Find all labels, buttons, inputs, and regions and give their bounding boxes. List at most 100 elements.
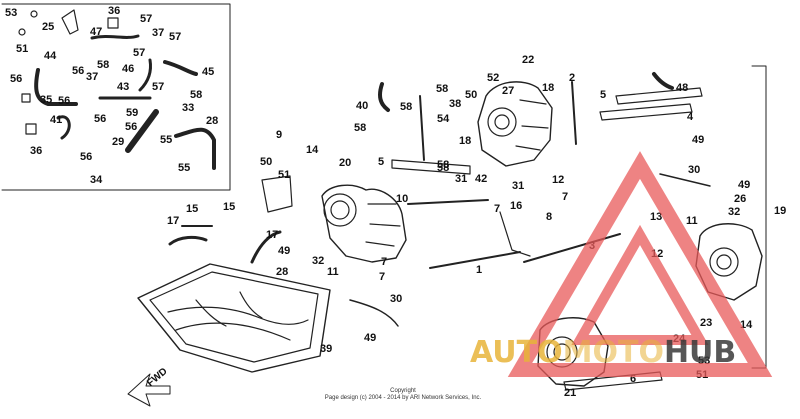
carburetor-22: [477, 81, 553, 167]
part-label: 49: [278, 245, 291, 257]
part-label: 57: [133, 47, 146, 59]
part-label: 21: [564, 387, 577, 399]
hose-28: [174, 127, 216, 170]
part-label: 23: [700, 317, 713, 329]
part-label: 37: [152, 27, 165, 39]
hose-25: [61, 9, 79, 35]
inset-box-outline: [1, 3, 231, 191]
part-label: 58: [437, 159, 450, 171]
watermark-auto: AUTO: [470, 335, 563, 370]
part-label: 43: [117, 81, 130, 93]
part-label: 48: [676, 82, 689, 94]
part-label: 31: [455, 173, 468, 185]
part-label: 59: [126, 107, 139, 119]
clip-36-top: [107, 17, 119, 29]
part-label: 49: [692, 134, 705, 146]
part-label: 26: [734, 193, 747, 205]
copyright-line-2: Page design (c) 2004 - 2014 by ARI Netwo…: [324, 395, 482, 401]
hose-46: [138, 58, 152, 92]
part-label: 16: [510, 200, 523, 212]
bolt-51: [18, 28, 26, 36]
part-label: 22: [522, 54, 535, 66]
part-label: 42: [475, 173, 488, 185]
part-label: 57: [169, 31, 182, 43]
part-label: 52: [487, 72, 500, 84]
automotohub-watermark: AUTOMOTOHUB: [470, 338, 736, 372]
pipe-54: [419, 95, 425, 161]
hose-45: [163, 60, 198, 76]
hose-17-left: [168, 235, 208, 246]
hose-48: [652, 72, 674, 90]
part-label: 28: [276, 266, 289, 278]
part-label: 38: [449, 98, 462, 110]
part-label: 1: [476, 264, 483, 276]
part-label: 19: [774, 205, 787, 217]
part-label: 49: [738, 179, 751, 191]
part-label: 28: [206, 115, 219, 127]
part-label: 31: [512, 180, 525, 192]
part-label: 53: [5, 7, 18, 19]
part-label: 11: [327, 266, 339, 278]
part-label: 32: [312, 255, 325, 267]
part-label: 15: [223, 201, 236, 213]
part-label: 54: [437, 113, 450, 125]
air-chamber-39: [137, 263, 331, 373]
part-label: 57: [152, 81, 165, 93]
plate-5-top: [599, 103, 693, 121]
part-label: 49: [364, 332, 377, 344]
part-label: 56: [58, 95, 71, 107]
part-label: 36: [108, 5, 121, 17]
part-label: 44: [44, 50, 57, 62]
part-label: 17: [266, 229, 279, 241]
part-label: 15: [186, 203, 199, 215]
part-label: 47: [90, 26, 103, 38]
part-label: 6: [630, 373, 637, 385]
bracket-9: [261, 175, 293, 213]
part-label: 51: [278, 169, 291, 181]
part-label: 56: [94, 113, 107, 125]
part-label: 33: [182, 102, 195, 114]
linkage-8: [499, 211, 531, 257]
watermark-moto: MOTO: [562, 335, 664, 370]
plate-5-left: [391, 159, 471, 175]
part-label: 58: [190, 89, 203, 101]
part-label: 30: [688, 164, 701, 176]
part-label: 53: [698, 355, 711, 367]
cable-30-mid: [349, 299, 399, 327]
clip-35: [21, 93, 31, 103]
part-label: 2: [569, 72, 576, 84]
part-label: 5: [378, 156, 385, 168]
part-label: 56: [10, 73, 23, 85]
cable-30-right: [659, 173, 711, 187]
part-label: 57: [140, 13, 153, 25]
part-label: 30: [390, 293, 403, 305]
part-label: 50: [465, 89, 478, 101]
part-label: 9: [276, 129, 283, 141]
part-label: 51: [16, 43, 29, 55]
part-label: 7: [494, 203, 501, 215]
part-label: 7: [562, 191, 569, 203]
part-label: 12: [651, 248, 664, 260]
hose-40: [378, 82, 390, 112]
hose-17-right: [250, 230, 282, 264]
part-label: 7: [381, 256, 388, 268]
part-label: 5: [600, 89, 607, 101]
bolt-53: [30, 10, 38, 18]
part-label: 58: [354, 122, 367, 134]
part-label: 58: [97, 59, 110, 71]
part-label: 14: [306, 144, 319, 156]
part-label: 50: [260, 156, 273, 168]
part-label: 40: [356, 100, 369, 112]
part-label: 58: [400, 101, 413, 113]
hose-47: [90, 34, 140, 40]
carburetor-20: [321, 184, 407, 263]
part-label: 58: [437, 162, 450, 174]
part-label: 29: [112, 136, 125, 148]
hose-29: [125, 109, 159, 153]
part-label: 46: [122, 63, 135, 75]
hose-44: [34, 68, 78, 106]
part-label: 20: [339, 157, 352, 169]
part-label: 55: [160, 134, 173, 146]
part-label: 4: [687, 111, 694, 123]
